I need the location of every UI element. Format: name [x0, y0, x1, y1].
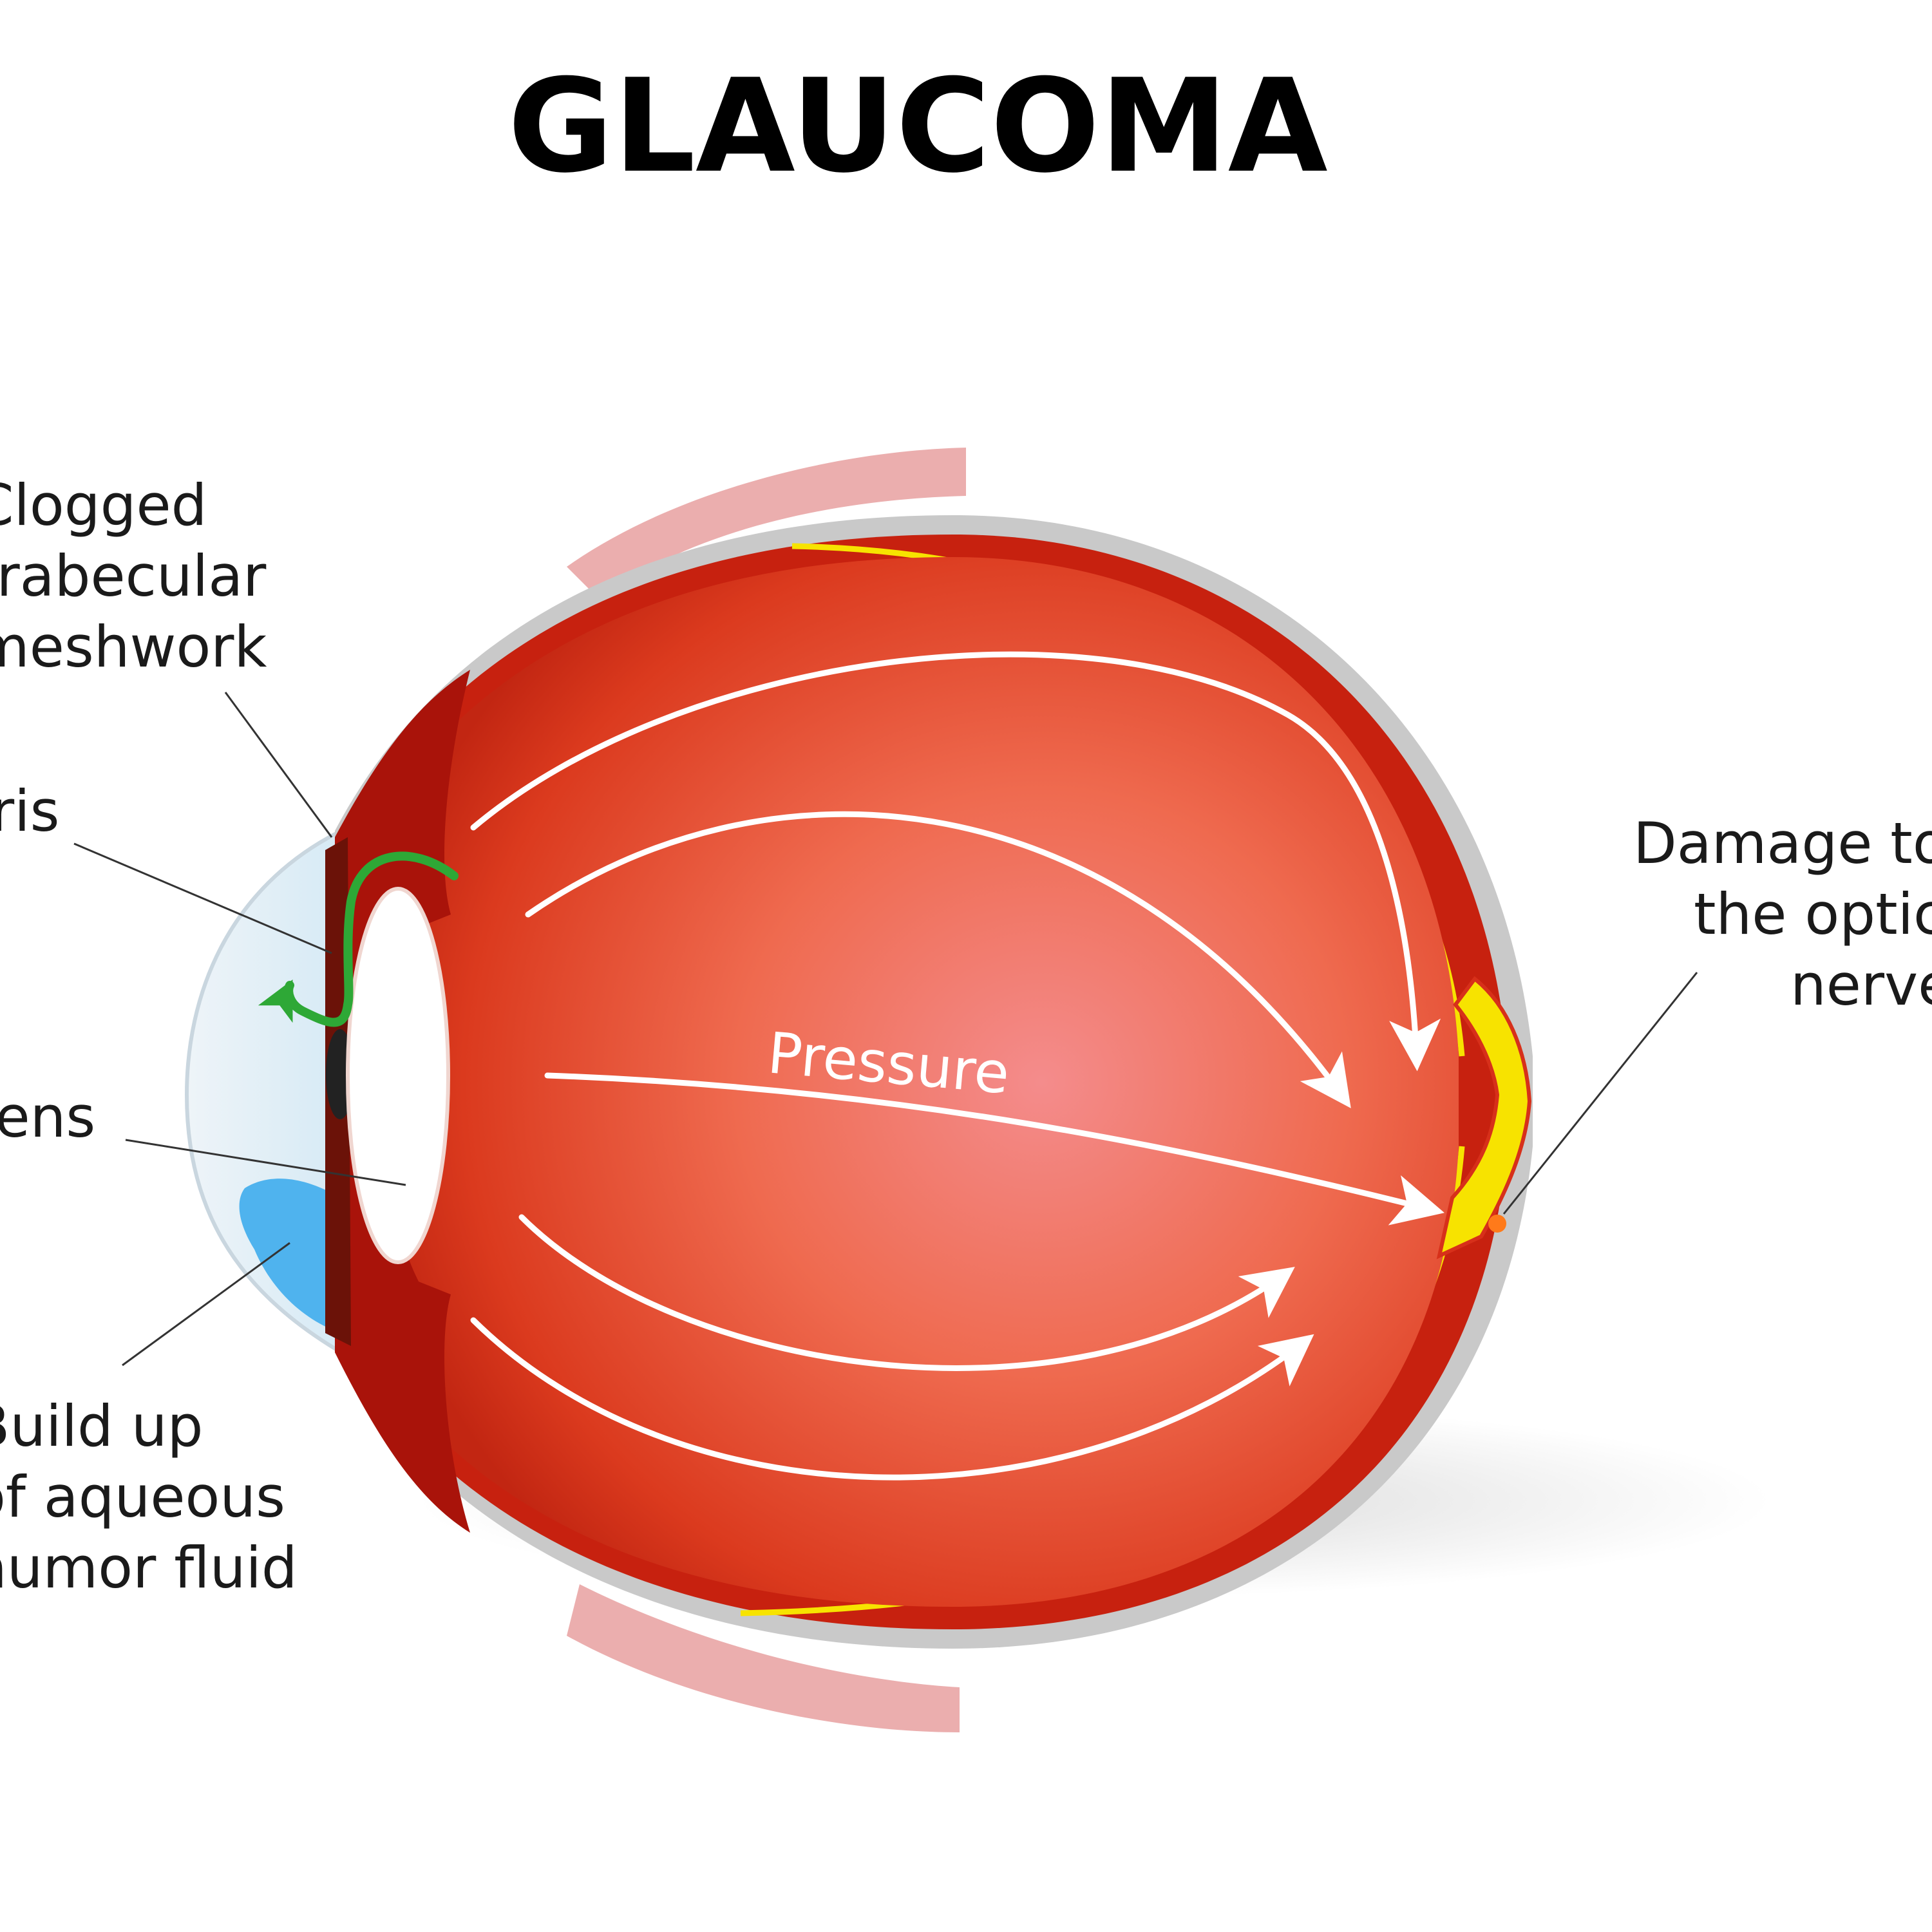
lens: [346, 887, 450, 1264]
pressure-arrow-2: [525, 811, 1351, 1108]
pressure-arrow-4: [518, 1214, 1295, 1371]
trabecular-label: Clogged trabecular meshwork: [0, 472, 284, 680]
optic-leader: [1502, 972, 1698, 1215]
aqueous-humor: [239, 1179, 341, 1333]
iris-leader: [73, 842, 332, 954]
optic-nerve-damage-point: [1488, 1215, 1506, 1233]
buildup-leader: [122, 1242, 290, 1367]
lens-leader: [125, 1139, 406, 1186]
optic-nerve: [1436, 976, 1532, 1260]
optic-nerve-label: Damage to the optic nerve: [1633, 810, 1932, 1018]
aqueous-flow-arrow: [258, 851, 459, 1027]
pressure-arrow-5: [470, 1317, 1314, 1481]
lower-eye-muscle: [567, 1584, 960, 1732]
iris-label: Iris: [0, 778, 59, 844]
upper-eye-muscle: [567, 448, 966, 599]
vitreous-body: [361, 557, 1459, 1607]
page-title: GLAUCOMA: [507, 52, 1327, 202]
lens-label: Lens: [0, 1084, 95, 1150]
ciliary-body: [335, 670, 470, 1533]
pressure-arrow-1: [470, 651, 1441, 1072]
trabecular-leader: [224, 692, 333, 838]
pressure-arrow-3: [544, 1072, 1444, 1226]
buildup-label: Build up of aqueous humor fluid: [0, 1393, 303, 1601]
